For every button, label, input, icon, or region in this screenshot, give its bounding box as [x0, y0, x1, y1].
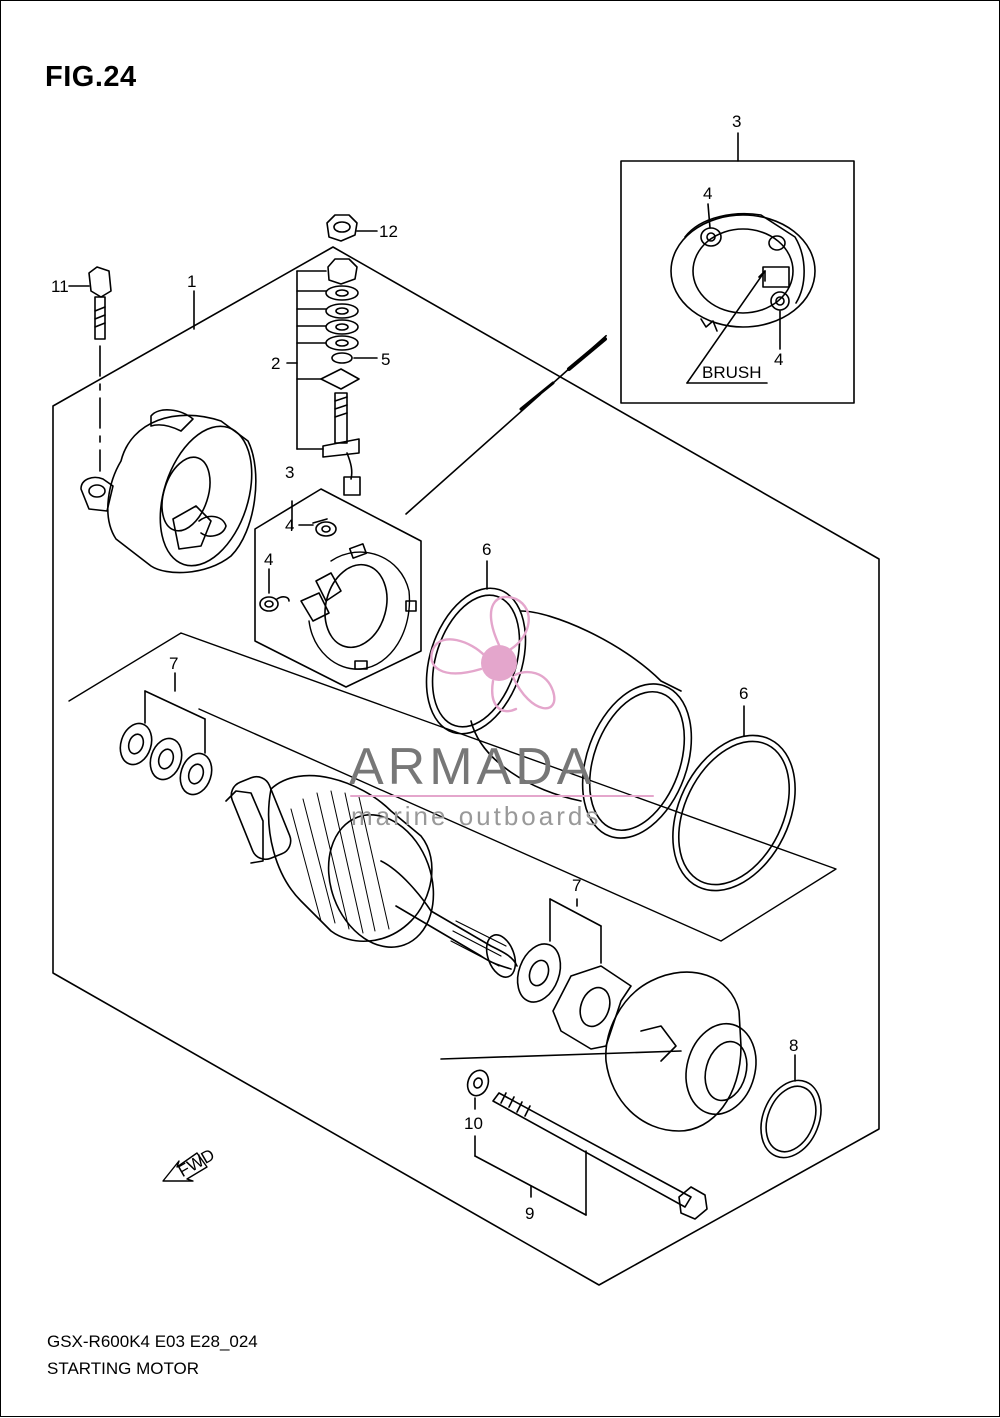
propeller-logo-icon — [430, 595, 556, 713]
washer-10 — [466, 1069, 490, 1110]
bolt-11 — [68, 266, 112, 472]
callout-9: 9 — [525, 1204, 534, 1223]
callout-7-b: 7 — [572, 876, 581, 895]
detail-inset — [620, 132, 855, 404]
terminal-set — [286, 258, 378, 496]
callout-11: 11 — [51, 277, 69, 296]
brush-holder — [254, 488, 422, 688]
watermark-tagline: marine outboards — [351, 801, 601, 831]
brush-label: BRUSH — [702, 363, 762, 382]
callout-4-d: 4 — [774, 350, 783, 369]
fwd-arrow-icon — [162, 1152, 208, 1182]
armature — [225, 774, 518, 978]
end-cover — [80, 409, 257, 574]
callout-10: 10 — [464, 1114, 483, 1133]
watermark: ARMADA marine outboards — [349, 595, 654, 831]
figure-title: FIG.24 — [45, 61, 137, 93]
bolt-set-9 — [474, 1092, 708, 1220]
fwd-label: FWD — [175, 1145, 218, 1181]
yoke — [425, 560, 796, 892]
washer-set-left — [68, 632, 837, 942]
callout-8: 8 — [789, 1036, 798, 1055]
callout-12: 12 — [379, 222, 398, 241]
callout-3-detail: 3 — [732, 112, 741, 131]
section-name: STARTING MOTOR — [47, 1359, 200, 1378]
callout-2: 2 — [271, 354, 280, 373]
watermark-brand: ARMADA — [349, 738, 595, 796]
model-code: GSX-R600K4 E03 E28_024 — [47, 1332, 258, 1351]
callout-4-a: 4 — [285, 516, 294, 535]
callout-1: 1 — [187, 272, 196, 291]
assembly-outline — [52, 246, 880, 1286]
callout-4-c: 4 — [703, 184, 712, 203]
washer-set-right — [516, 898, 632, 1050]
callout-6-a: 6 — [482, 540, 491, 559]
front-cover — [440, 971, 757, 1132]
callout-3: 3 — [285, 463, 294, 482]
callout-6-b: 6 — [739, 684, 748, 703]
callout-5: 5 — [381, 350, 390, 369]
callout-7-a: 7 — [169, 654, 178, 673]
o-ring-8 — [760, 1054, 822, 1159]
callout-4-b: 4 — [264, 550, 273, 569]
nut-12 — [326, 214, 378, 242]
